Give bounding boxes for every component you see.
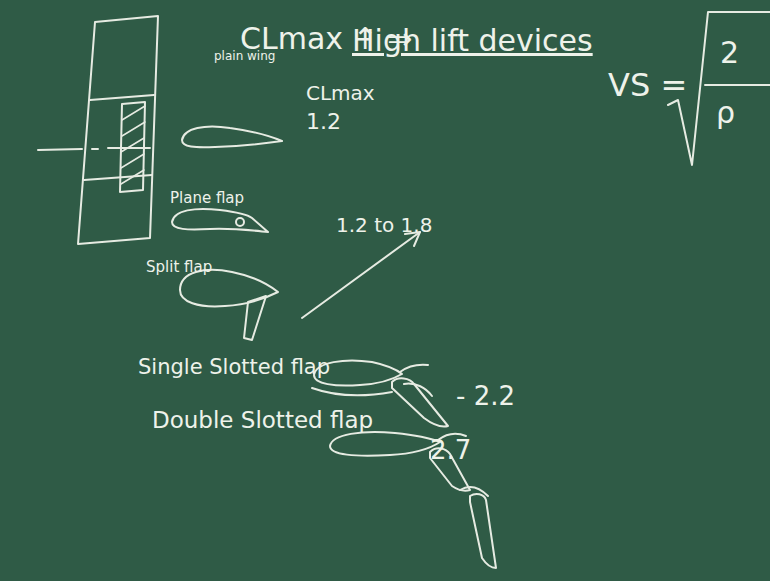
device-label: Plane flap xyxy=(170,190,244,207)
flap-hatching xyxy=(121,106,145,184)
planform-line xyxy=(84,175,152,180)
leader-arrow xyxy=(302,232,420,318)
flap-hinge xyxy=(236,218,244,226)
formula-text: ρ xyxy=(716,96,735,129)
fraction-bar xyxy=(705,84,770,86)
airfoil xyxy=(330,432,440,456)
flap-area xyxy=(120,102,145,192)
formula-text: VS = xyxy=(608,68,687,103)
coefficient-value: - 2.2 xyxy=(456,382,515,411)
flow-line xyxy=(312,388,392,395)
column-heading: CLmax xyxy=(306,82,375,104)
airfoil xyxy=(182,127,282,148)
coefficient-value: 2.7 xyxy=(430,436,471,465)
planform-line xyxy=(90,95,154,100)
device-label: plain wing xyxy=(214,50,275,63)
split-flap xyxy=(244,296,266,340)
airfoil-plain-flap xyxy=(172,209,268,232)
coefficient-value: 1.2 xyxy=(306,110,341,134)
device-label: Single Slotted flap xyxy=(138,356,330,379)
device-label: Double Slotted flap xyxy=(152,408,373,433)
wing-planform xyxy=(78,16,158,244)
coefficient-value: 1.2 to 1.8 xyxy=(336,214,432,236)
formula-text: 2 xyxy=(720,36,739,69)
slot-flow xyxy=(400,365,432,396)
slotted-flap xyxy=(470,494,496,568)
axis-line xyxy=(38,148,150,150)
device-label: Split flap xyxy=(146,259,212,276)
